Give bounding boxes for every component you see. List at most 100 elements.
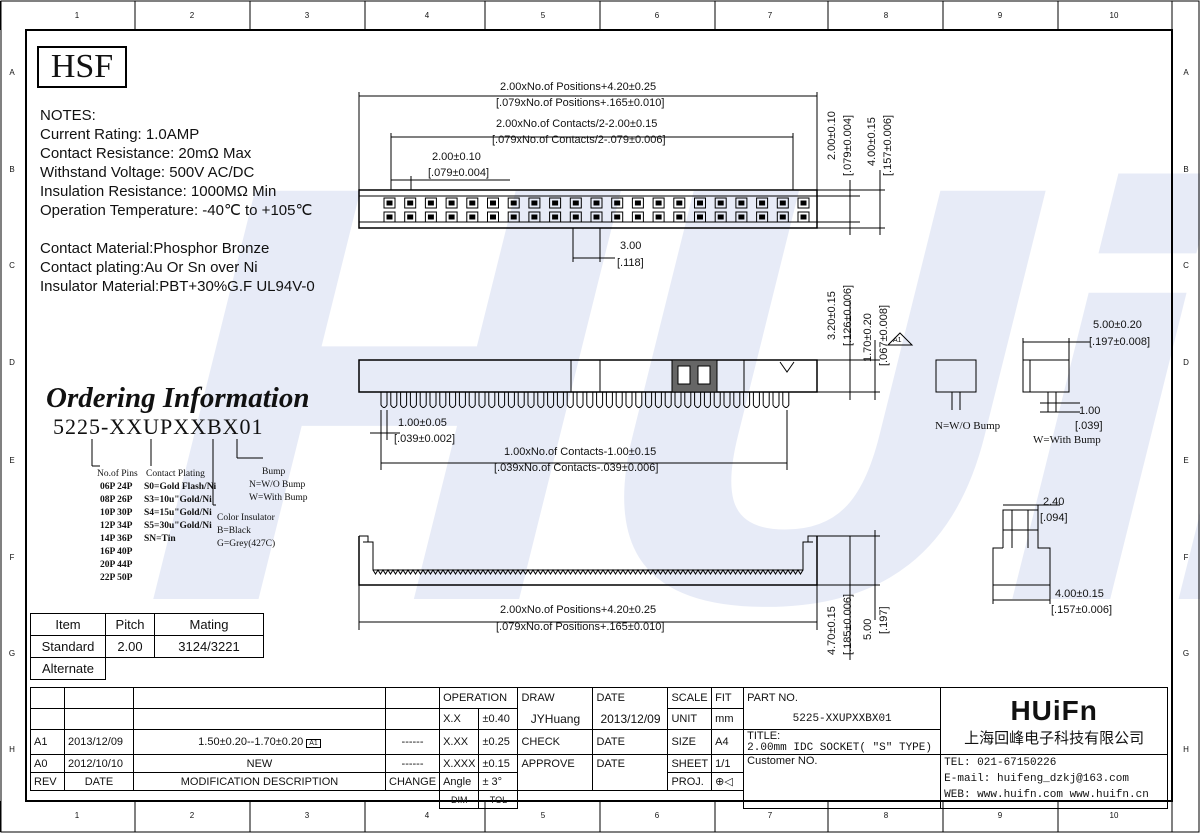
rev-change: ------ [384,754,441,773]
pin-cell [424,197,437,209]
color-option: G=Grey(427C) [217,539,276,549]
drawing-title: 2.00mm IDC SOCKET( "S" TYPE) [747,742,932,754]
rev-mark: A1 [306,739,321,748]
rev-header: REV [30,772,65,791]
pin-cell [507,197,520,209]
side-pin [586,392,594,408]
mating-cell: Standard [30,635,106,658]
bottom-teeth-edge [372,569,804,575]
side-pin [419,392,427,408]
bottom-view [358,530,880,660]
column-label: 6 [655,11,660,20]
pin-option: 12P 34P [100,521,133,531]
color-list: B=Black G=Grey(427C) [217,525,275,551]
pin-contact [717,214,724,220]
rev-date-value: 2012/10/10 [64,754,134,773]
side-pin [527,392,535,408]
row-label: D [9,358,15,367]
dim-end-depth-in: [.157±0.006] [1051,604,1113,616]
side-pin [703,392,711,408]
pin-cell [735,197,748,209]
tol-key: Angle [439,772,480,791]
pin-cell [383,211,396,223]
side-pin [723,392,731,408]
unit-label: UNIT [667,708,713,730]
row-label: H [9,745,15,754]
dim-pitch-in: [.079±0.004] [428,167,490,179]
row-label: B [9,165,14,174]
pin-cell [507,211,520,223]
pin-cell [756,197,769,209]
pin-cell [445,197,458,209]
pin-cell [528,211,541,223]
sheet-value: 1/1 [711,754,745,773]
side-pin [596,392,604,408]
color-option: B=Black [217,526,251,536]
bump-label: Bump [262,467,286,477]
row-label: A [9,68,15,77]
change-header: CHANGE [384,772,441,791]
side-pin [654,392,662,408]
pin-contact [510,200,517,206]
pin-contact [407,214,414,220]
dim-height-a-in: [.126±0.006] [842,284,854,346]
row-label: F [10,553,15,562]
check-date-label: DATE [592,729,669,755]
pin-cell [631,211,644,223]
dim-bottom-h2: 5.00 [862,618,874,640]
pin-cell [404,197,417,209]
pin-contact [697,214,703,220]
column-label: 2 [190,11,195,20]
column-label: 1 [75,811,80,820]
dim-bottom-h1: 4.70±0.15 [826,606,838,655]
rev-value: A0 [30,754,65,773]
dim-top-overall-in: [.079xNo.of Positions+.165±0.010] [496,97,665,109]
mating-cell [155,658,264,680]
pin-cell [776,211,789,223]
row-label: G [9,649,15,658]
rev-desc: 1.50±0.20--1.70±0.20 A1 [133,729,386,755]
dim-bottom-h2-in: [.197] [878,606,890,634]
side-pin [380,392,388,408]
pin-contact [614,200,621,206]
pin-cell [652,211,665,223]
pin-contact [531,200,538,206]
mating-header: Pitch [105,613,155,636]
pin-contact [386,214,393,220]
material-line: Contact Material:Phosphor Bronze [40,240,270,257]
pin-cell [487,197,499,209]
plating-option: S0=Gold Flash/Ni [144,482,217,492]
pin-option: 08P 26P [100,495,133,505]
side-pin [733,392,741,408]
column-label: 7 [768,811,773,820]
side-pin [478,392,486,408]
fit-label: FIT [711,687,745,709]
dim-end-width: 2.40 [1043,496,1065,508]
pin-contact [655,214,662,220]
check-label: CHECK [517,729,594,755]
end-view [992,504,1060,604]
dim-end-depth: 4.00±0.15 [1055,588,1104,600]
column-label: 8 [884,11,889,20]
tol-key: X.XXX [439,754,480,773]
huifn-logo: HUiFn [1010,694,1098,726]
column-label: 10 [1110,811,1119,820]
pins-list: 06P 24P 08P 26P 10P 30P 12P 34P 14P 36P … [100,481,132,585]
side-pin [713,392,721,408]
pin-contact [427,200,434,206]
pin-contact [572,200,579,206]
plating-list: S0=Gold Flash/Ni S3=10u"Gold/Ni S4=15u"G… [144,481,216,546]
pin-contact [738,200,745,206]
mating-cell: 2.00 [105,635,155,658]
date-header: DATE [64,772,134,791]
pin-contact [593,214,600,220]
column-label: 10 [1110,11,1119,20]
pin-contact [427,214,434,220]
row-label: B [1183,165,1188,174]
bump-list: N=W/O Bump W=With Bump [249,479,308,505]
pin-contact [490,200,496,206]
plating-option: S3=10u"Gold/Ni [144,495,212,505]
dim-side-len-in: [.039xNo.of Contacts-.039±0.006] [494,462,659,474]
